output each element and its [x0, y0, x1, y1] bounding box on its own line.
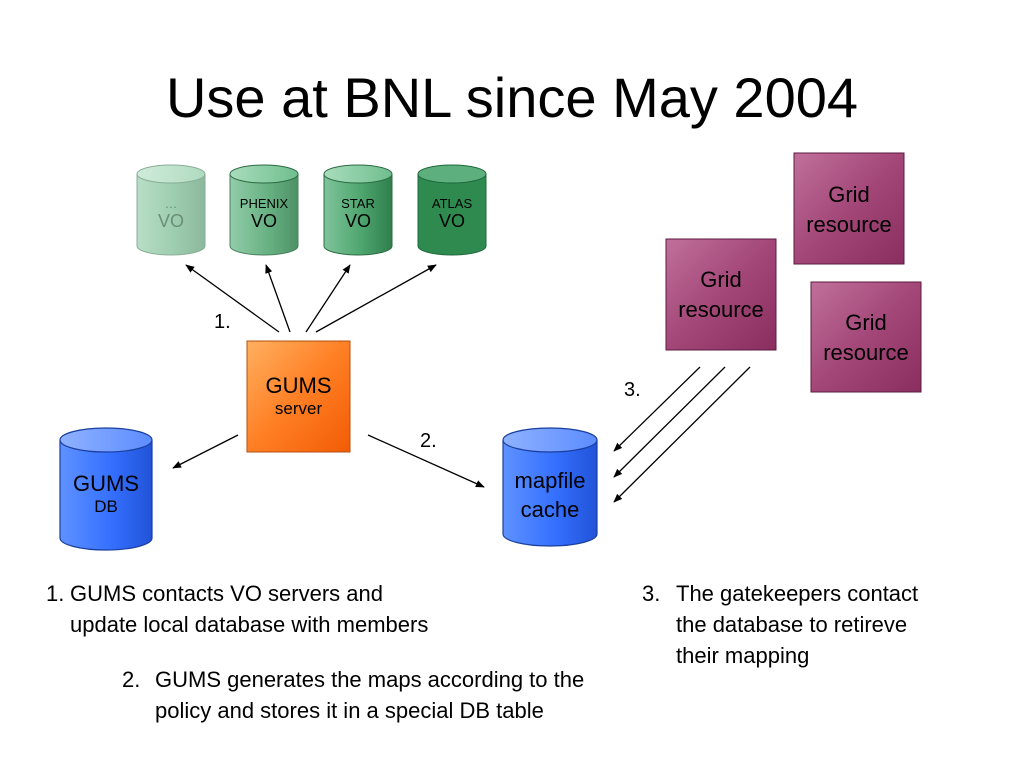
grid-resource-top-line2: resource	[806, 212, 892, 237]
note-3-line1: The gatekeepers contact	[676, 581, 919, 606]
arrow-gums-to-vo-other	[185, 264, 280, 333]
vo-label-other-big: VO	[157, 211, 184, 231]
vo-cylinder-phenix	[229, 164, 299, 256]
note-3-line2: the database to retireve	[676, 612, 908, 637]
gums-server-title: GUMS	[265, 373, 332, 398]
note-1: 1. GUMS contacts VO servers and update l…	[46, 578, 506, 642]
grid-resource-right-line1: Grid	[845, 310, 887, 335]
mapfile-cache-label: mapfile cache	[503, 466, 597, 524]
vo-cylinder-star	[323, 164, 393, 256]
gums-server-label: GUMS server	[247, 373, 350, 419]
slide-title: Use at BNL since May 2004	[165, 66, 859, 129]
step-label-3: 3.	[624, 379, 641, 401]
note-2-text: GUMS generates the maps according to the…	[155, 664, 584, 726]
arrow-gums-to-vo-atlas	[315, 264, 437, 333]
grid-resource-left-line1: Grid	[700, 267, 742, 292]
vo-cylinder-atlas	[417, 164, 487, 256]
note-1-number: 1.	[46, 581, 65, 606]
grid-resource-top-line1: Grid	[828, 182, 870, 207]
note-2: 2. GUMS generates the maps according to …	[122, 664, 662, 728]
step-label-1: 1.	[214, 311, 231, 333]
note-3-text: The gatekeepers contact the database to …	[676, 578, 918, 671]
vo-label-phenix-small: PHENIX	[239, 196, 289, 211]
vo-label-star: STAR VO	[324, 196, 392, 231]
vo-label-atlas-big: VO	[438, 211, 465, 231]
gums-server-box	[246, 340, 351, 453]
step-label-2: 2.	[420, 430, 437, 452]
grid-resource-label-right: Grid resource	[811, 308, 921, 368]
note-1-line2: update local database with members	[70, 612, 429, 637]
gums-db-label: GUMS DB	[60, 471, 152, 517]
mapfile-cache-cylinder	[502, 427, 598, 547]
note-1-line1: GUMS contacts VO servers and	[70, 581, 383, 606]
vo-label-star-big: VO	[344, 211, 371, 231]
vo-label-atlas-small: ATLAS	[431, 196, 473, 211]
vo-cylinder-other	[136, 164, 206, 256]
grid-resource-label-top: Grid resource	[794, 180, 904, 240]
grid-resource-label-left: Grid resource	[666, 265, 776, 325]
grid-resource-left-line2: resource	[678, 297, 764, 322]
gums-server-subtitle: server	[274, 399, 323, 418]
grid-resource-box-right	[810, 281, 922, 393]
note-2-line1: GUMS generates the maps according to the	[155, 667, 585, 692]
note-3: 3. The gatekeepers contact the database …	[642, 578, 972, 673]
note-2-number: 2.	[122, 667, 141, 692]
gums-db-cylinder	[59, 427, 153, 551]
note-1-text: GUMS contacts VO servers and update loca…	[70, 578, 428, 640]
vo-label-phenix-big: VO	[250, 211, 277, 231]
note-3-number: 3.	[642, 581, 661, 606]
mapfile-cache-line2: cache	[520, 497, 580, 522]
note-2-line2: policy and stores it in a special DB tab…	[155, 698, 544, 723]
grid-resource-box-top	[793, 152, 905, 265]
grid-resource-box-left	[665, 238, 777, 351]
vo-label-other-small: …	[164, 196, 178, 211]
arrow-gums-to-vo-phenix	[265, 264, 291, 333]
gums-db-title: GUMS	[73, 471, 139, 496]
mapfile-cache-line1: mapfile	[514, 468, 586, 493]
arrow-grid-to-mapfile-1	[613, 366, 701, 452]
vo-label-star-small: STAR	[341, 196, 375, 211]
arrow-grid-to-mapfile-3	[613, 366, 751, 503]
grid-resource-right-line2: resource	[823, 340, 909, 365]
arrow-gums-to-vo-star	[305, 264, 351, 333]
vo-label-phenix: PHENIX VO	[230, 196, 298, 231]
note-3-line3: their mapping	[676, 643, 810, 668]
arrow-grid-to-mapfile-2	[613, 366, 726, 478]
vo-label-other: … VO	[137, 196, 205, 231]
arrow-gums-to-mapfile	[367, 434, 485, 488]
arrow-gums-to-db	[172, 434, 239, 469]
gums-db-subtitle: DB	[94, 497, 118, 516]
vo-label-atlas: ATLAS VO	[418, 196, 486, 231]
